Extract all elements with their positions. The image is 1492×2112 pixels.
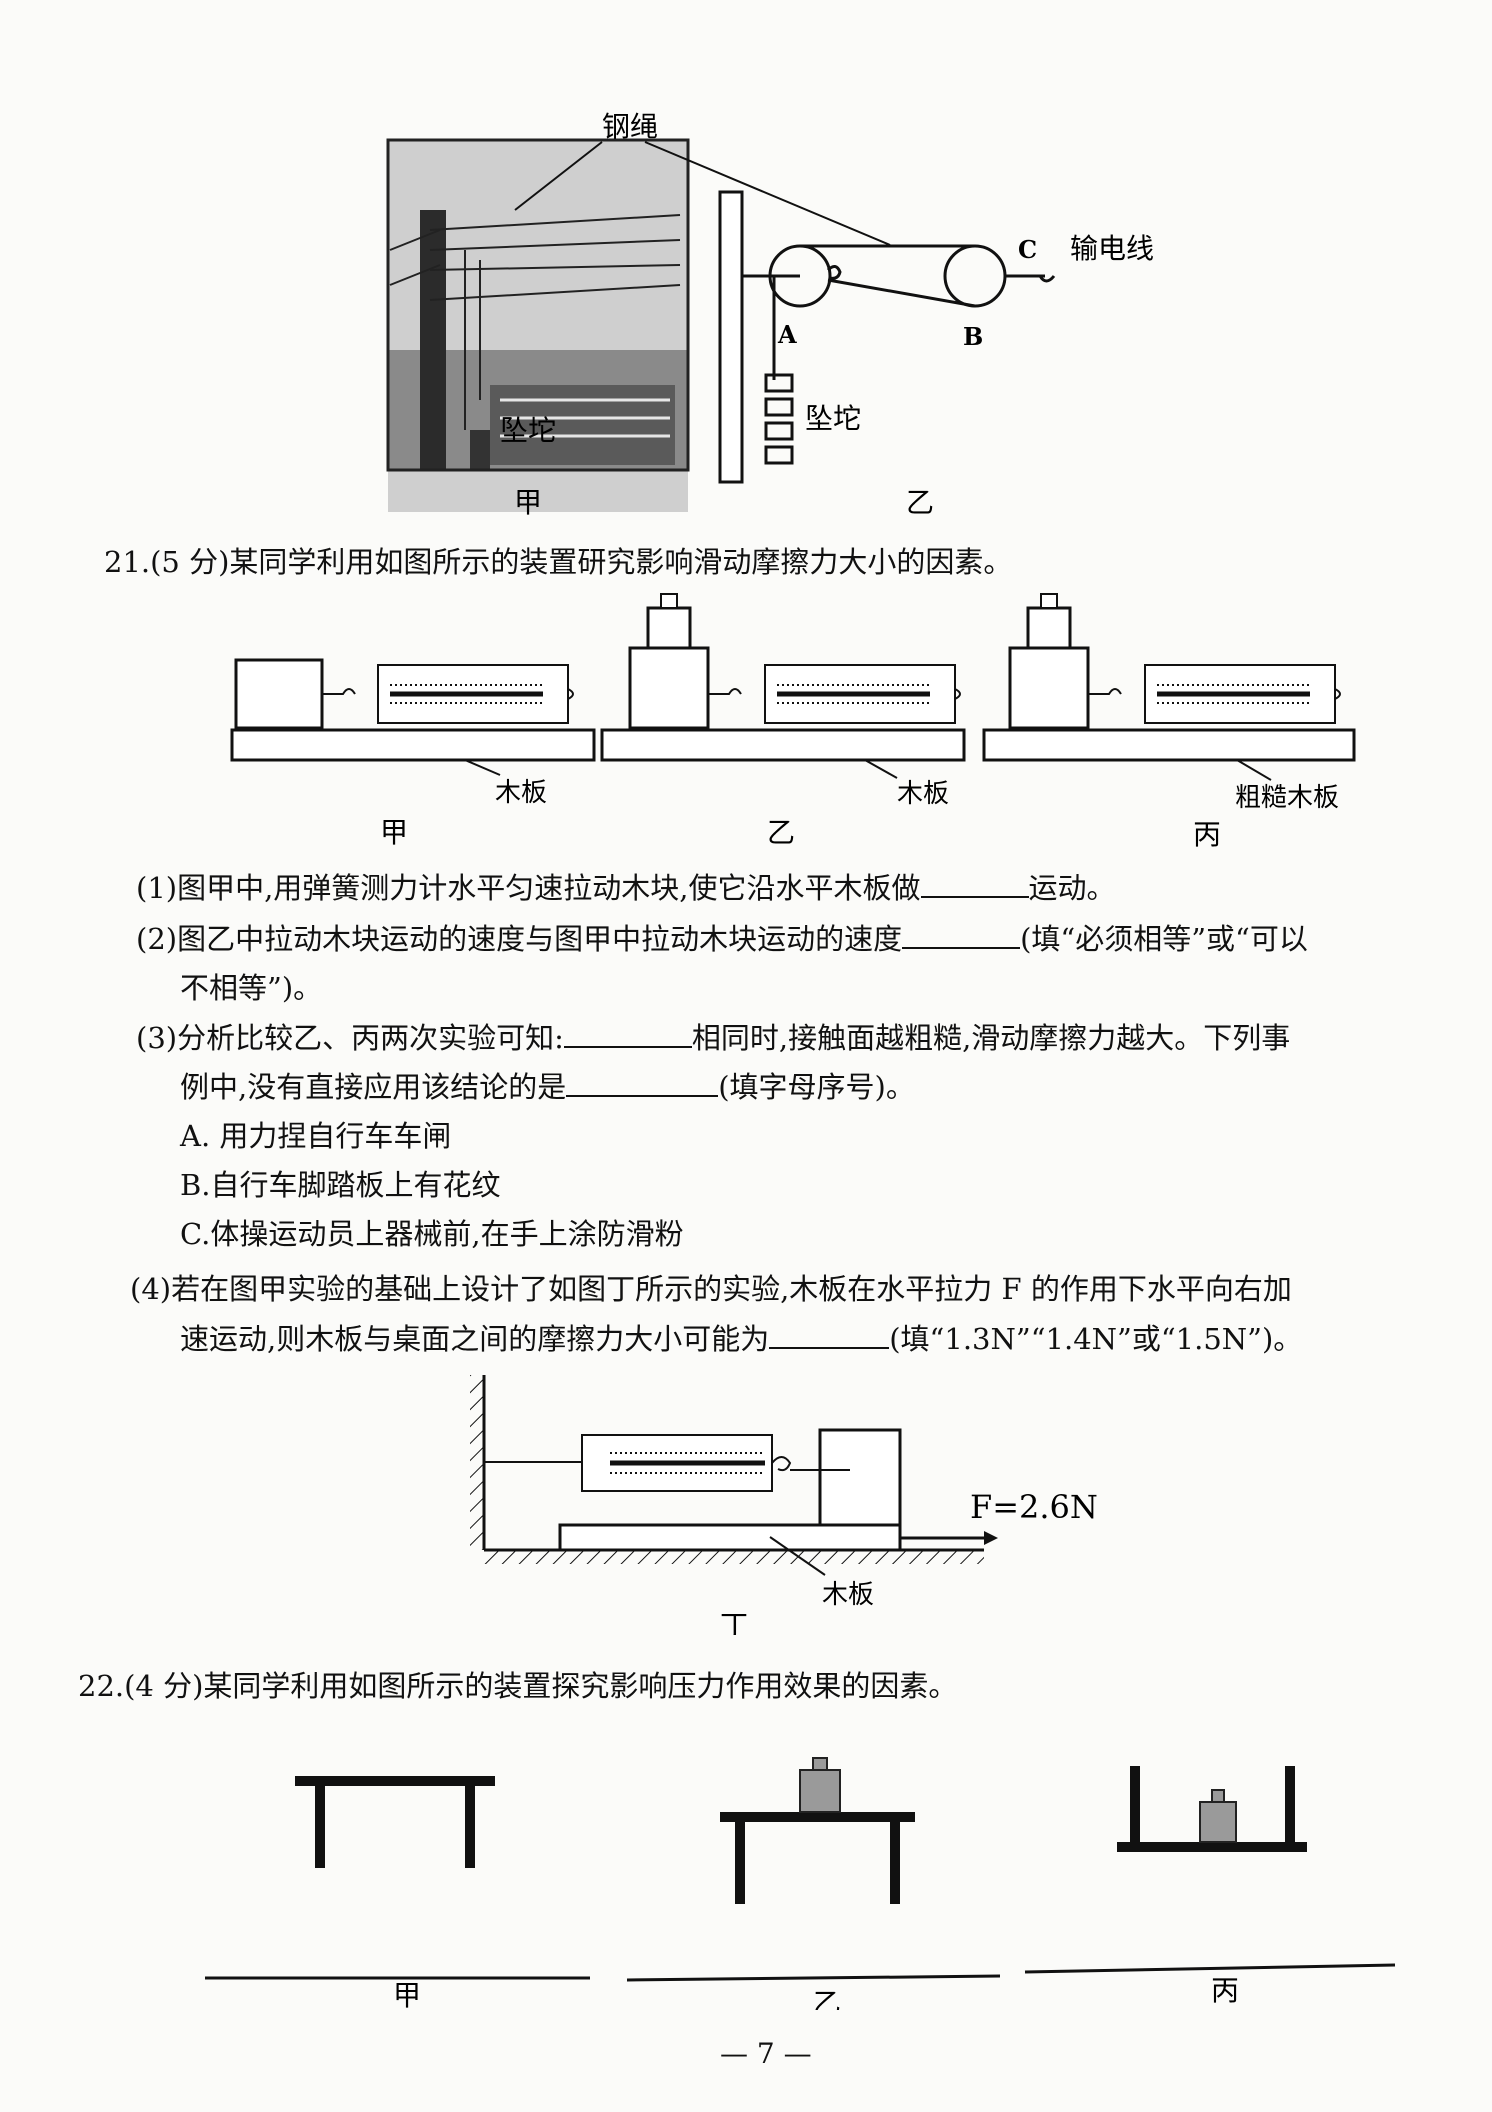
q21-part3-text-a: (3)分析比较乙、丙两次实验可知: bbox=[136, 1021, 564, 1055]
q21-board-jia: 木板 bbox=[495, 778, 547, 808]
q22-caption-bing: 丙 bbox=[1211, 1974, 1239, 2007]
q21-figure-svg: 木板 甲 木板 乙 粗糙木板 丙 bbox=[230, 593, 1356, 851]
q21-part2-text-b: (填“必须相等”或“可以 bbox=[1020, 922, 1308, 956]
q21-part1: (1)图甲中,用弹簧测力计水平匀速拉动木块,使它沿水平木板做 运动。 bbox=[136, 874, 1116, 903]
q21-part3: (3)分析比较乙、丙两次实验可知: 相同时,接触面越粗糙,滑动摩擦力越大。下列事 bbox=[136, 1024, 1290, 1053]
ding-board-label: 木板 bbox=[822, 1580, 874, 1610]
q22-caption-jia: 甲 bbox=[393, 1979, 421, 2010]
q21-part2-blank[interactable] bbox=[902, 946, 1021, 949]
q22-weight-yi bbox=[799, 1757, 841, 1813]
q21-board-bing: 粗糙木板 bbox=[1235, 783, 1339, 813]
q21-part4-cont: 速运动,则木板与桌面之间的摩擦力大小可能为 (填“1.3N”“1.4N”或“1.5… bbox=[180, 1325, 1302, 1354]
steel-wire-pointer-2 bbox=[644, 141, 891, 246]
q21-part3-cont: 例中,没有直接应用该结论的是 (填字母序号)。 bbox=[180, 1073, 915, 1102]
q22-table-jia bbox=[295, 1776, 495, 1868]
ding-block bbox=[818, 1428, 902, 1527]
q21-part1-blank[interactable] bbox=[920, 895, 1029, 898]
q21-part3-text-c: 例中,没有直接应用该结论的是 bbox=[180, 1070, 567, 1104]
caption-jia-top: 甲 bbox=[514, 486, 542, 519]
q21-part2: (2)图乙中拉动木块运动的速度与图甲中拉动木块运动的速度 (填“必须相等”或“可以 bbox=[136, 925, 1308, 954]
q21-option-b: B.自行车脚踏板上有花纹 bbox=[180, 1168, 501, 1202]
q22-figure-svg: 甲 乙 丙 bbox=[205, 1757, 1396, 2020]
q21-part1-text-b: 运动。 bbox=[1028, 871, 1116, 905]
photo-counterweight-label: 坠坨 bbox=[500, 414, 556, 447]
steel-wire-pointer-1 bbox=[514, 141, 603, 211]
q22-weight-bing bbox=[1199, 1789, 1237, 1843]
q21-part3-blank-2[interactable] bbox=[566, 1094, 719, 1097]
caption-yi-top: 乙 bbox=[906, 486, 934, 519]
q21-part2-text-a: (2)图乙中拉动木块运动的速度与图甲中拉动木块运动的速度 bbox=[136, 922, 903, 956]
q21-figure: 木板 甲 木板 乙 粗糙木板 丙 bbox=[225, 590, 1395, 851]
q21-part1-text-a: (1)图甲中,用弹簧测力计水平匀速拉动木块,使它沿水平木板做 bbox=[136, 871, 921, 905]
q22-table-yi bbox=[720, 1812, 915, 1904]
q21-caption-bing: 丙 bbox=[1193, 818, 1221, 850]
q22-caption-yi: 乙 bbox=[813, 1987, 841, 2010]
q21-figure-ding: F=2.6N 木板 丁 bbox=[470, 1375, 1110, 1642]
q21-part4-blank[interactable] bbox=[769, 1346, 890, 1349]
ding-spring-scale bbox=[581, 1434, 773, 1492]
q21-setup-bing bbox=[982, 593, 1356, 781]
q22-stem: 22.(4 分)某同学利用如图所示的装置探究影响压力作用效果的因素。 bbox=[78, 1669, 958, 1703]
q21-part4: (4)若在图甲实验的基础上设计了如图丁所示的实验,木板在水平拉力 F 的作用下水… bbox=[130, 1272, 1292, 1306]
q21-part3-text-d: (填字母序号)。 bbox=[718, 1070, 915, 1104]
ground bbox=[484, 1550, 984, 1564]
force-label: F=2.6N bbox=[970, 1488, 1098, 1526]
q21-caption-yi: 乙 bbox=[767, 816, 795, 849]
q21-figure-ding-svg: F=2.6N 木板 丁 bbox=[470, 1375, 1098, 1642]
q22-figure: 甲 乙 丙 bbox=[195, 1710, 1415, 2020]
q21-part4-text-b: 速运动,则木板与桌面之间的摩擦力大小可能为 bbox=[180, 1322, 770, 1356]
q21-board-yi: 木板 bbox=[897, 779, 949, 809]
q21-option-c: C.体操运动员上器械前,在手上涂防滑粉 bbox=[180, 1217, 684, 1251]
q21-option-a: A. 用力捏自行车车闸 bbox=[180, 1119, 452, 1153]
q21-part3-text-b: 相同时,接触面越粗糙,滑动摩擦力越大。下列事 bbox=[691, 1021, 1291, 1055]
q21-part4-text-c: (填“1.3N”“1.4N”或“1.5N”)。 bbox=[889, 1322, 1303, 1356]
wall bbox=[470, 1375, 484, 1550]
q21-caption-jia: 甲 bbox=[380, 816, 408, 849]
q21-setup-yi bbox=[600, 593, 966, 779]
q22-table-bing bbox=[1117, 1766, 1307, 1852]
top-figure-svg: 坠坨 钢绳 A B C 输电线 坠坨 甲 乙 bbox=[386, 110, 1154, 519]
pulley-b-label: B bbox=[963, 322, 983, 351]
diagram-counterweight-label: 坠坨 bbox=[805, 402, 861, 435]
top-figure: 坠坨 钢绳 A B C 输电线 坠坨 甲 乙 bbox=[380, 100, 1180, 530]
steel-wire-label: 钢绳 bbox=[602, 110, 658, 143]
power-line-label: 输电线 bbox=[1070, 232, 1154, 265]
q21-part3-blank-1[interactable] bbox=[563, 1045, 692, 1048]
ding-board bbox=[558, 1523, 902, 1552]
page-number: — 7 — bbox=[720, 2037, 812, 2070]
diagram-yi bbox=[718, 190, 1056, 484]
pulley-a-label: A bbox=[777, 320, 797, 349]
q21-setup-jia bbox=[230, 658, 596, 776]
photo-jia: 坠坨 bbox=[386, 138, 690, 512]
q21-stem: 21.(5 分)某同学利用如图所示的装置研究影响滑动摩擦力大小的因素。 bbox=[104, 545, 1013, 579]
q21-part2-cont: 不相等”)。 bbox=[180, 971, 323, 1005]
ding-caption: 丁 bbox=[720, 1609, 748, 1635]
point-c-label: C bbox=[1018, 235, 1037, 264]
